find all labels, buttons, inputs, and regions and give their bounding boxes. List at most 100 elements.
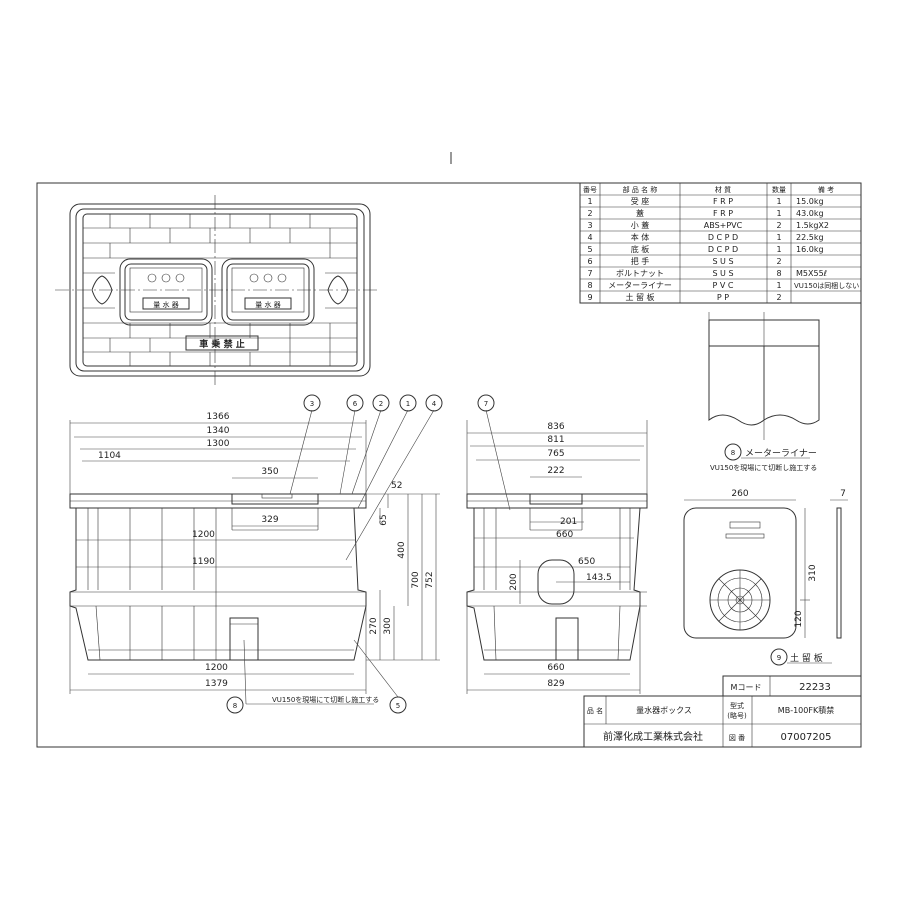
balloon-7: 7 [484, 400, 488, 408]
name-label: 品 名 [587, 706, 603, 715]
top-view-lid: 量 水 器 量 水 器 車 乗 禁 止 [55, 195, 380, 385]
balloon-3: 3 [310, 400, 314, 408]
table-header-qty: 数量 [772, 185, 786, 194]
parts-table: 番号 部 品 名 称 材 質 数量 備 考 1 受 座 F R P 1 15.0… [579, 182, 862, 304]
svg-text:D C P D: D C P D [708, 233, 738, 242]
svg-text:2: 2 [776, 293, 781, 302]
svg-text:P V C: P V C [713, 281, 734, 290]
table-row: 1 受 座 F R P 1 15.0kg [587, 196, 823, 206]
meter-liner-detail: 8 メーターライナー VU150を現場にて切断し施工する [708, 312, 820, 472]
title-block: Mコード 22233 品 名 量水器ボックス 型式 (略号) MB-100FK積… [583, 675, 862, 748]
dim-329: 329 [261, 515, 278, 525]
model-label-abbr: (略号) [727, 711, 747, 720]
svg-text:F R P: F R P [713, 209, 733, 218]
svg-text:8: 8 [587, 281, 592, 290]
svg-text:S U S: S U S [712, 269, 733, 278]
no-vehicle-warning: 車 乗 禁 止 [199, 338, 244, 350]
balloon-4: 4 [432, 400, 437, 408]
svg-text:F R P: F R P [713, 197, 733, 206]
plate-dim-7: 7 [840, 489, 846, 499]
plate-label: 土 留 板 [790, 652, 823, 664]
dim-400: 400 [397, 541, 407, 558]
svg-text:1: 1 [776, 245, 781, 254]
dim-1200-top: 1200 [192, 530, 215, 540]
small-lid-right [221, 258, 315, 326]
plate-dim-260: 260 [731, 489, 748, 499]
dim-222: 222 [547, 466, 564, 476]
dim-836: 836 [547, 422, 564, 432]
balloon-6: 6 [353, 400, 358, 408]
table-row: 3 小 蓋 ABS+PVC 2 1.5kgX2 [587, 220, 829, 230]
svg-text:S U S: S U S [712, 257, 733, 266]
dim-660-top: 660 [556, 530, 573, 540]
svg-text:把 手: 把 手 [631, 256, 650, 266]
svg-text:1: 1 [776, 209, 781, 218]
table-header-material: 材 質 [715, 185, 731, 194]
dim-1200-bottom: 1200 [205, 663, 228, 673]
front-view [69, 493, 367, 661]
small-lid-left [119, 258, 213, 326]
svg-text:9: 9 [587, 293, 592, 302]
table-row: 2 蓋 F R P 1 43.0kg [587, 208, 823, 218]
dim-1300: 1300 [207, 439, 230, 449]
svg-text:2: 2 [587, 209, 592, 218]
company-name: 前澤化成工業株式会社 [603, 730, 703, 743]
soil-plate-detail: 260 310 120 7 9 土 留 板 [683, 489, 848, 666]
dim-52: 52 [391, 481, 402, 491]
balloon-1: 1 [406, 400, 410, 408]
plate-dim-120: 120 [794, 610, 804, 627]
svg-text:ボルトナット: ボルトナット [616, 269, 664, 278]
svg-text:小 蓋: 小 蓋 [631, 220, 650, 230]
side-view [466, 493, 648, 661]
dim-765: 765 [547, 449, 564, 459]
svg-text:P P: P P [717, 293, 729, 302]
drawing-number: 07007205 [781, 732, 832, 743]
dim-1340: 1340 [207, 426, 230, 436]
meter-label-right: 量 水 器 [255, 300, 280, 309]
svg-text:2: 2 [776, 221, 781, 230]
plate-number: 9 [777, 654, 781, 662]
dim-650: 650 [578, 557, 595, 567]
dim-200: 200 [509, 573, 519, 590]
svg-text:VU150は同梱しない: VU150は同梱しない [794, 281, 859, 290]
svg-text:6: 6 [587, 257, 592, 266]
dim-829: 829 [547, 679, 564, 689]
dim-350: 350 [261, 467, 278, 477]
svg-text:1: 1 [776, 197, 781, 206]
dim-65: 65 [379, 514, 389, 525]
table-row: 4 本 体 D C P D 1 22.5kg [587, 232, 823, 242]
product-name: 量水器ボックス [636, 705, 692, 715]
svg-text:D C P D: D C P D [708, 245, 738, 254]
dim-752: 752 [425, 571, 435, 588]
svg-text:蓋: 蓋 [636, 208, 644, 218]
svg-text:底 板: 底 板 [631, 244, 650, 254]
dim-270: 270 [369, 617, 379, 634]
balloon-5: 5 [396, 702, 400, 710]
dim-811: 811 [547, 435, 564, 445]
front-note: VU150を現場にて切断し施工する [272, 695, 379, 704]
dim-143-5: 143.5 [586, 573, 612, 583]
dim-1104: 1104 [98, 451, 121, 461]
table-header-name: 部 品 名 称 [623, 185, 658, 194]
handle-right [327, 275, 349, 305]
handle-left [91, 275, 113, 305]
svg-text:15.0kg: 15.0kg [796, 197, 824, 206]
mcode-label: Mコード [731, 683, 762, 692]
liner-note: VU150を現場にて切断し施工する [710, 463, 817, 472]
dim-660-bottom: 660 [547, 663, 564, 673]
balloon-8: 8 [233, 702, 237, 710]
table-header-no: 番号 [583, 186, 597, 194]
balloon-2: 2 [379, 400, 383, 408]
svg-text:1.5kgX2: 1.5kgX2 [796, 221, 829, 230]
front-dimensions: 1366 1340 1300 1104 350 329 1200 1190 12… [69, 412, 440, 705]
meter-label-left: 量 水 器 [153, 300, 178, 309]
svg-text:1: 1 [776, 233, 781, 242]
table-header-note: 備 考 [818, 185, 834, 194]
table-row: 8 メーターライナー P V C 1 VU150は同梱しない [587, 281, 859, 290]
sheet-border [36, 182, 862, 748]
dim-1190: 1190 [192, 557, 215, 567]
drawing-label: 図 番 [729, 734, 745, 742]
svg-text:4: 4 [587, 233, 592, 242]
svg-text:5: 5 [587, 245, 592, 254]
